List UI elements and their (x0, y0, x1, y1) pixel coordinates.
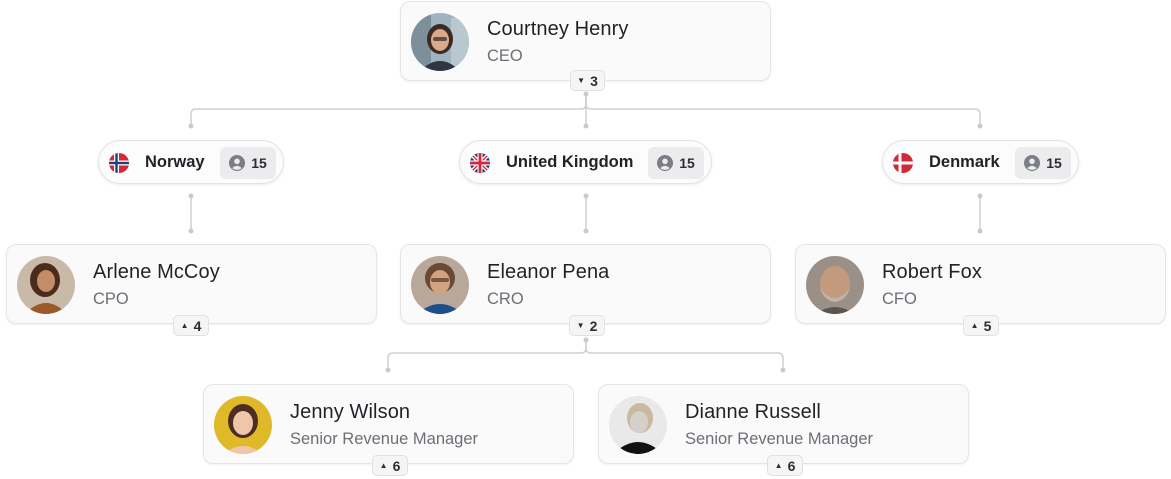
avatar (806, 256, 864, 314)
country-group-norway[interactable]: Norway 15 (98, 140, 284, 184)
country-group-united-kingdom[interactable]: United Kingdom 15 (459, 140, 712, 184)
caret-up-icon: ▲ (774, 460, 783, 470)
user-circle-icon (1024, 155, 1041, 171)
person-title: CRO (487, 290, 524, 308)
reports-count: 4 (193, 317, 202, 334)
employee-count: 15 (220, 147, 276, 179)
person-title: CPO (93, 290, 129, 308)
expand-reports-button[interactable]: ▲ 4 (173, 315, 209, 336)
reports-count: 2 (589, 317, 598, 334)
expand-reports-button[interactable]: ▲ 5 (963, 315, 999, 336)
person-card-jenny[interactable]: Jenny Wilson Senior Revenue Manager ▲ 6 (203, 384, 574, 476)
caret-down-icon: ▼ (576, 320, 585, 330)
avatar (411, 256, 469, 314)
person-name: Robert Fox (882, 261, 982, 283)
employee-count-value: 15 (1046, 155, 1062, 171)
reports-count: 6 (392, 457, 401, 474)
country-name: United Kingdom (506, 153, 634, 171)
user-circle-icon (657, 155, 674, 171)
reports-count: 3 (590, 72, 598, 89)
person-card-cfo[interactable]: Robert Fox CFO ▲ 5 (795, 244, 1166, 336)
person-name: Eleanor Pena (487, 261, 610, 283)
expand-reports-button[interactable]: ▲ 6 (372, 455, 408, 476)
avatar (17, 256, 75, 314)
person-card-cro[interactable]: Eleanor Pena CRO ▼ 2 (400, 244, 771, 336)
caret-down-icon: ▼ (577, 75, 586, 85)
person-title: Senior Revenue Manager (685, 430, 874, 448)
person-name: Courtney Henry (487, 18, 629, 40)
uk-flag-icon (470, 153, 490, 173)
country-name: Denmark (929, 153, 1000, 171)
person-title: CEO (487, 47, 523, 65)
person-name: Arlene McCoy (93, 261, 220, 283)
employee-count: 15 (648, 147, 704, 179)
employee-count-value: 15 (251, 155, 267, 171)
caret-up-icon: ▲ (379, 460, 388, 470)
collapse-reports-button[interactable]: ▼ 3 (570, 70, 605, 91)
person-title: Senior Revenue Manager (290, 430, 479, 448)
person-name: Dianne Russell (685, 401, 821, 423)
caret-up-icon: ▲ (970, 320, 979, 330)
avatar (411, 13, 469, 71)
caret-up-icon: ▲ (180, 320, 189, 330)
collapse-reports-button[interactable]: ▼ 2 (569, 315, 605, 336)
avatar (214, 396, 272, 454)
avatar (609, 396, 667, 454)
employee-count: 15 (1015, 147, 1071, 179)
country-name: Norway (145, 153, 205, 171)
reports-count: 6 (787, 457, 796, 474)
person-card-ceo[interactable]: Courtney Henry CEO ▼ 3 (400, 1, 771, 91)
country-group-denmark[interactable]: Denmark 15 (882, 140, 1079, 184)
denmark-flag-icon (893, 153, 913, 173)
person-card-dianne[interactable]: Dianne Russell Senior Revenue Manager ▲ … (598, 384, 969, 476)
person-title: CFO (882, 290, 917, 308)
person-card-cpo[interactable]: Arlene McCoy CPO ▲ 4 (6, 244, 377, 336)
reports-count: 5 (983, 317, 992, 334)
user-circle-icon (229, 155, 246, 171)
person-name: Jenny Wilson (290, 401, 411, 423)
norway-flag-icon (109, 153, 129, 173)
employee-count-value: 15 (679, 155, 695, 171)
expand-reports-button[interactable]: ▲ 6 (767, 455, 803, 476)
